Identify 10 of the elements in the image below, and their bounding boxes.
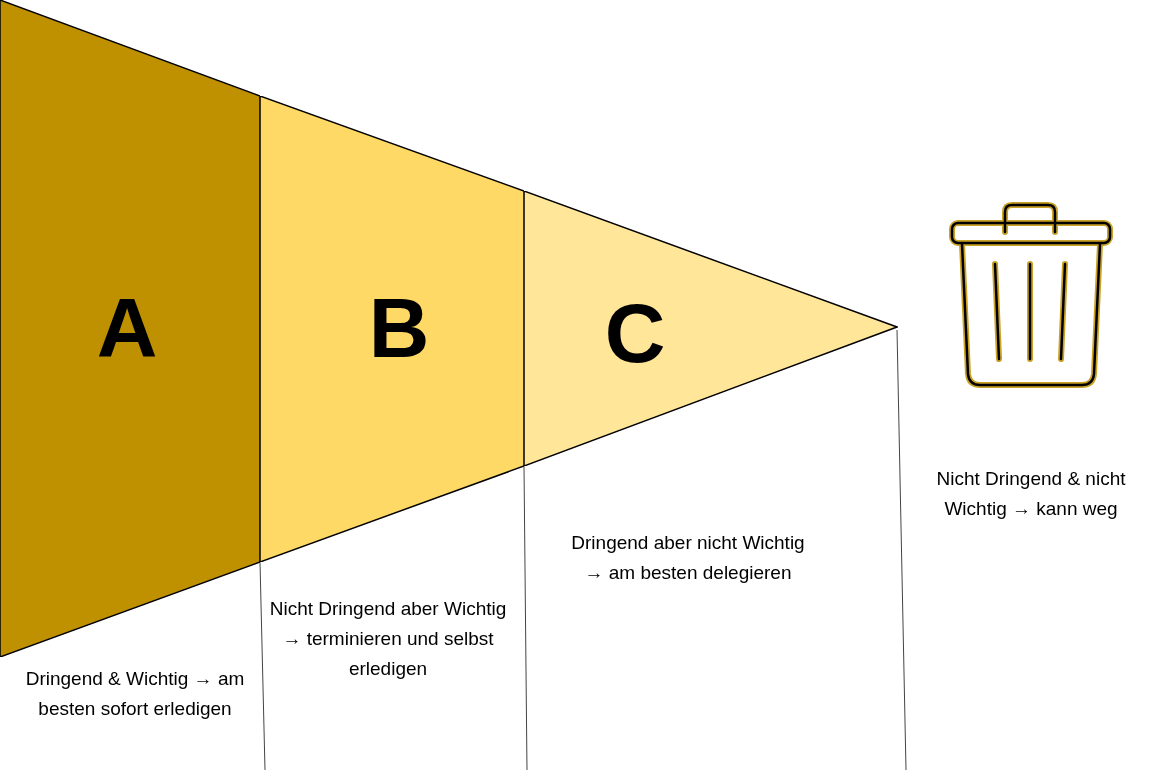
a-segment [0,0,260,657]
description-text: Nicht Dringend aber Wichtig → terminieren und selbst erledigen [268,597,508,681]
description-text: Nicht Dringend & nicht Wichtig → kann weg [935,467,1127,521]
description-text: Dringend & Wichtig → am besten sofort erledigen [24,667,246,721]
c-segment [524,191,898,466]
segment-letter: C [604,291,666,375]
description-text: Dringend aber nicht Wichtig → am besten delegieren [570,531,806,585]
segment-letter: A [96,286,158,370]
b-segment [260,96,524,562]
segment-letter: B [368,286,430,370]
